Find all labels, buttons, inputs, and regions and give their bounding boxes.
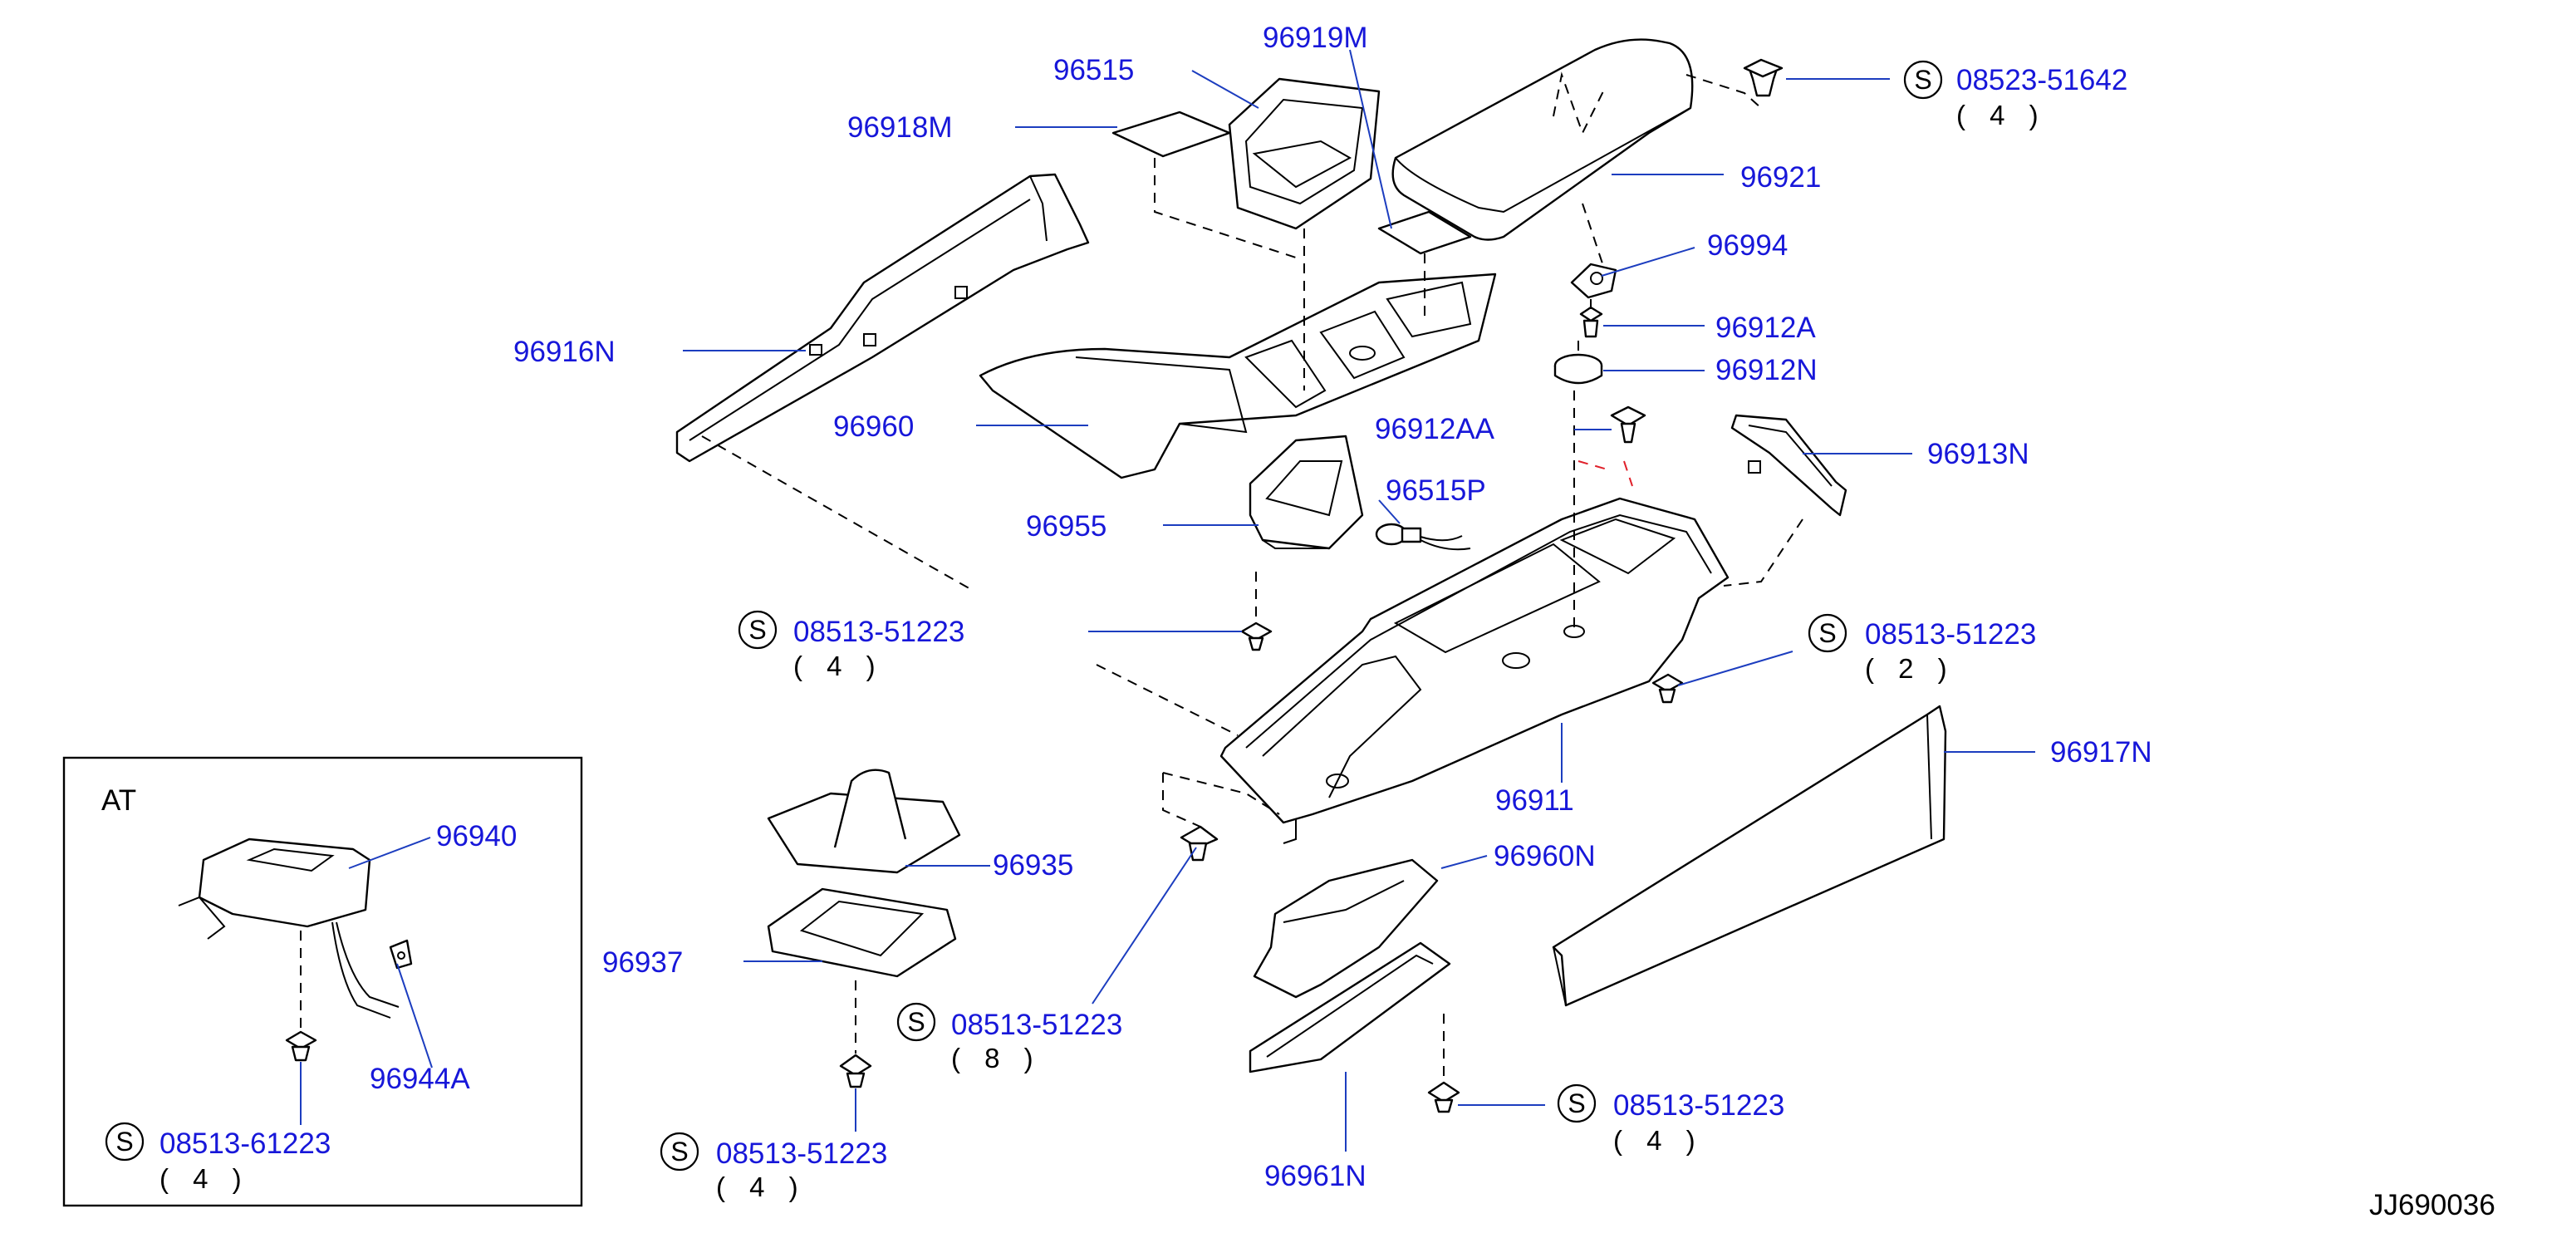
fastener-number: 08513-51223 bbox=[716, 1137, 887, 1170]
callout-96911[interactable]: 96911 bbox=[1495, 784, 1574, 817]
bezel-96937-part bbox=[767, 887, 957, 978]
console-body-96911-part bbox=[1219, 497, 1730, 844]
callout-96935[interactable]: 96935 bbox=[993, 849, 1073, 882]
callout-96912aa[interactable]: 96912AA bbox=[1375, 413, 1495, 445]
fastener-08513-51223-bottom-right[interactable]: S 08513-51223 ( 4 ) bbox=[1557, 1083, 1784, 1156]
selector-96940-part bbox=[178, 838, 400, 1019]
diagram-id: JJ690036 bbox=[2369, 1189, 2495, 1221]
callout-96919m[interactable]: 96919M bbox=[1263, 22, 1367, 54]
callout-96944a[interactable]: 96944A bbox=[370, 1063, 470, 1095]
fastener-number: 08513-61223 bbox=[159, 1127, 331, 1160]
fastener-08513-51223-left[interactable]: S 08513-51223 ( 4 ) bbox=[738, 610, 964, 681]
callout-96940[interactable]: 96940 bbox=[436, 820, 517, 852]
fastener-number: 08513-51223 bbox=[1613, 1089, 1784, 1122]
callout-96515p[interactable]: 96515P bbox=[1386, 474, 1486, 507]
callout-96937[interactable]: 96937 bbox=[602, 946, 683, 979]
screw-bottom-right-part bbox=[1427, 1081, 1460, 1113]
callout-96515[interactable]: 96515 bbox=[1053, 54, 1134, 86]
screw-96912aa-part bbox=[1610, 405, 1646, 444]
screw-mid-part bbox=[1180, 825, 1219, 862]
fastener-qty: ( 4 ) bbox=[159, 1163, 250, 1194]
cap-96912n-part bbox=[1553, 353, 1603, 385]
s-symbol: S bbox=[115, 1127, 133, 1157]
callout-96913n[interactable]: 96913N bbox=[1927, 438, 2029, 470]
inset-title: AT bbox=[101, 784, 136, 817]
s-symbol: S bbox=[1818, 618, 1836, 648]
s-symbol: S bbox=[1914, 65, 1931, 95]
pad-96919m-part bbox=[1377, 210, 1472, 255]
callout-96960[interactable]: 96960 bbox=[833, 410, 914, 443]
fastener-number: 08523-51642 bbox=[1956, 64, 2127, 96]
fastener-08513-51223-mid[interactable]: S 08513-51223 ( 8 ) bbox=[896, 1002, 1122, 1073]
fastener-qty: ( 4 ) bbox=[1956, 100, 2047, 130]
assembly-dashed-lines bbox=[701, 74, 1803, 1080]
fastener-qty: ( 2 ) bbox=[1865, 653, 1955, 684]
callout-96961n[interactable]: 96961N bbox=[1264, 1160, 1367, 1192]
console-panel-96960-part bbox=[979, 273, 1497, 479]
connector-96944a-part bbox=[389, 939, 413, 970]
callout-96912n[interactable]: 96912N bbox=[1715, 354, 1818, 386]
fastener-08523-51642-top[interactable]: S 08523-51642 ( 4 ) bbox=[1903, 60, 2127, 130]
fastener-08513-51223-right[interactable]: S 08513-51223 ( 2 ) bbox=[1808, 613, 2036, 684]
callout-96918m[interactable]: 96918M bbox=[847, 111, 952, 144]
lamp-96515p-part bbox=[1375, 523, 1471, 551]
s-symbol: S bbox=[670, 1137, 688, 1167]
callout-96994[interactable]: 96994 bbox=[1707, 229, 1788, 262]
side-panel-96917n-part bbox=[1552, 705, 1947, 1007]
fastener-qty: ( 4 ) bbox=[1613, 1125, 1704, 1156]
clip-96912a-part bbox=[1579, 306, 1603, 338]
callout-96917n[interactable]: 96917N bbox=[2050, 736, 2152, 769]
pad-96918m-part bbox=[1111, 111, 1231, 158]
armrest-lid-96921-part bbox=[1391, 38, 1694, 241]
fastener-number: 08513-51223 bbox=[951, 1009, 1122, 1041]
callout-96960n[interactable]: 96960N bbox=[1494, 840, 1596, 872]
shift-boot-96935-part bbox=[767, 769, 961, 874]
s-symbol: S bbox=[907, 1007, 925, 1037]
fastener-number: 08513-51223 bbox=[793, 616, 964, 648]
fastener-number: 08513-51223 bbox=[1865, 618, 2036, 651]
s-symbol: S bbox=[748, 615, 766, 645]
storage-box-96919m-part bbox=[1228, 77, 1381, 230]
side-rail-96916n-part bbox=[675, 173, 1090, 463]
clip-08523-part bbox=[1743, 58, 1784, 97]
bracket-96960n-part bbox=[1253, 858, 1439, 999]
callout-96921[interactable]: 96921 bbox=[1740, 161, 1821, 194]
pocket-96955-part bbox=[1249, 435, 1364, 550]
callout-96916n[interactable]: 96916N bbox=[513, 336, 616, 368]
at-inset: AT bbox=[62, 756, 583, 1207]
end-cap-96913n-part bbox=[1730, 414, 1847, 517]
callout-96912a[interactable]: 96912A bbox=[1715, 312, 1816, 344]
leader-lines bbox=[683, 49, 2035, 1152]
callout-96955[interactable]: 96955 bbox=[1026, 510, 1106, 543]
fastener-qty: ( 8 ) bbox=[951, 1043, 1042, 1073]
bracket-96994-part bbox=[1570, 263, 1617, 299]
fastener-qty: ( 4 ) bbox=[793, 651, 884, 681]
fastener-08513-61223-at[interactable]: S 08513-61223 ( 4 ) bbox=[105, 1122, 331, 1194]
screw-at-part bbox=[285, 1030, 317, 1062]
screw-left-part bbox=[1240, 621, 1273, 651]
s-symbol: S bbox=[1568, 1088, 1585, 1118]
fastener-qty: ( 4 ) bbox=[716, 1172, 807, 1202]
bracket-96961n-part bbox=[1249, 941, 1451, 1073]
screw-bottom-left-part bbox=[839, 1054, 872, 1088]
fastener-08513-51223-bottom-left[interactable]: S 08513-51223 ( 4 ) bbox=[660, 1132, 887, 1202]
screw-right-part bbox=[1651, 673, 1684, 704]
